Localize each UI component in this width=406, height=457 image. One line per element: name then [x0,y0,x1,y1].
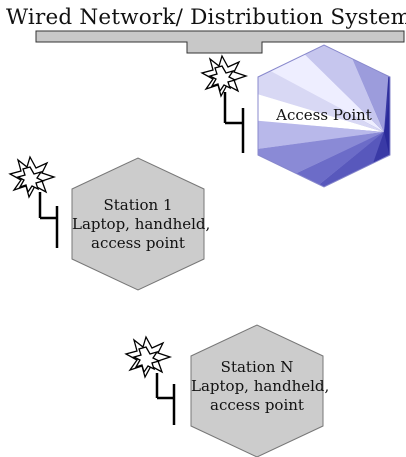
access-point-label: Access Point [276,106,372,124]
network-title: Wired Network/ Distribution System [6,5,406,30]
station-n-hexagon [190,324,324,457]
station-1-label: Station 1 Laptop, handheld, access point [72,196,211,253]
station-1-type: Laptop, handheld, [72,215,211,233]
station-1-hexagon [71,157,205,291]
station-n-role: access point [210,396,304,414]
station-1-role: access point [91,234,185,252]
signal-burst-icon [8,155,57,199]
wired-network-bar [35,30,405,54]
station-n-label: Station N Laptop, handheld, access point [191,358,330,415]
antenna-icon [223,92,245,153]
station-n-name: Station N [220,358,294,376]
antenna-icon [38,192,59,248]
station-1-name: Station 1 [103,196,173,214]
station-n-type: Laptop, handheld, [191,377,330,395]
antenna-icon [155,373,176,425]
signal-burst-icon [200,54,249,98]
signal-burst-icon [124,335,173,379]
